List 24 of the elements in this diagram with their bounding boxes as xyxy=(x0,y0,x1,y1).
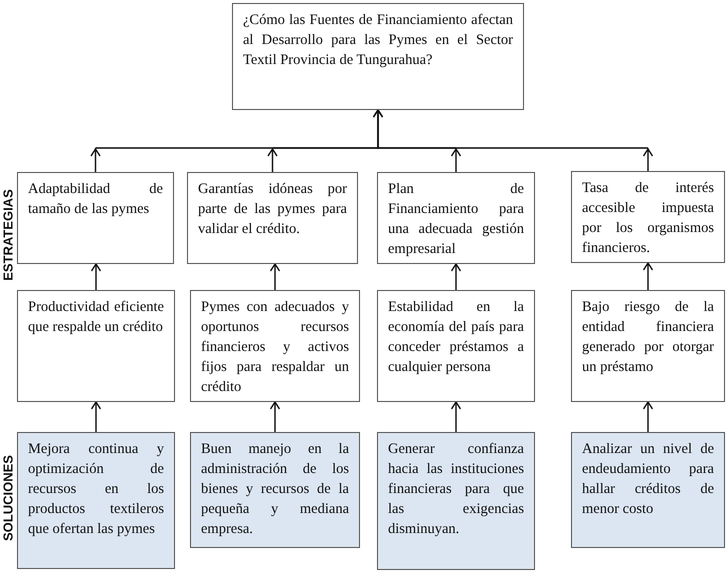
process-box: Estabilidad en la economía del país para conceder préstamos a cualquier persona xyxy=(377,290,535,402)
arrow xyxy=(450,401,462,432)
arrow xyxy=(642,262,654,290)
process-box: Plan de Financiamiento para una adecuada gestión empresarial xyxy=(377,172,535,264)
solution-box: Mejora continua y optimización de recursos en los productos textileros que ofertan las pymes xyxy=(17,432,175,569)
arrow xyxy=(642,401,654,432)
section-label: SOLUCIONES xyxy=(0,454,16,540)
process-box: Pymes con adecuados y oportunos recursos financieros y activos fijos para respaldar un crédito xyxy=(190,290,360,402)
process-box: Bajo riesgo de la entidad financiera generado por otorgar un préstamo xyxy=(571,290,725,402)
arrow xyxy=(90,401,102,432)
arrow xyxy=(90,263,102,290)
arrow xyxy=(270,401,280,432)
arrow xyxy=(450,263,462,290)
solution-box: Buen manejo en la administración de los bienes y recursos de la pequeña y mediana empresa. xyxy=(190,432,360,548)
process-box: Garantías idóneas por parte de las pymes para validar el crédito. xyxy=(187,172,358,264)
process-box: Tasa de interés accesible impuesta por los organismos financieros. xyxy=(571,171,725,263)
process-box: Productividad eficiente que respalde un crédito xyxy=(17,290,175,402)
process-box: Adaptabilidad de tamaño de las pymes xyxy=(17,172,174,264)
arrow xyxy=(270,263,280,290)
question-box: ¿Cómo las Fuentes de Financiamiento afectan al Desarrollo para las Pymes en el Sector Textil Provincia de Tungurahua? xyxy=(232,3,524,110)
solution-box: Generar confianza hacia las instituciones financieras para que las exigencias disminuyan. xyxy=(377,432,535,570)
section-label: ESTRATEGIAS xyxy=(0,189,16,281)
arrow xyxy=(372,109,654,172)
solution-box: Analizar un nivel de endeudamiento para hallar créditos de menor costo xyxy=(571,432,725,548)
